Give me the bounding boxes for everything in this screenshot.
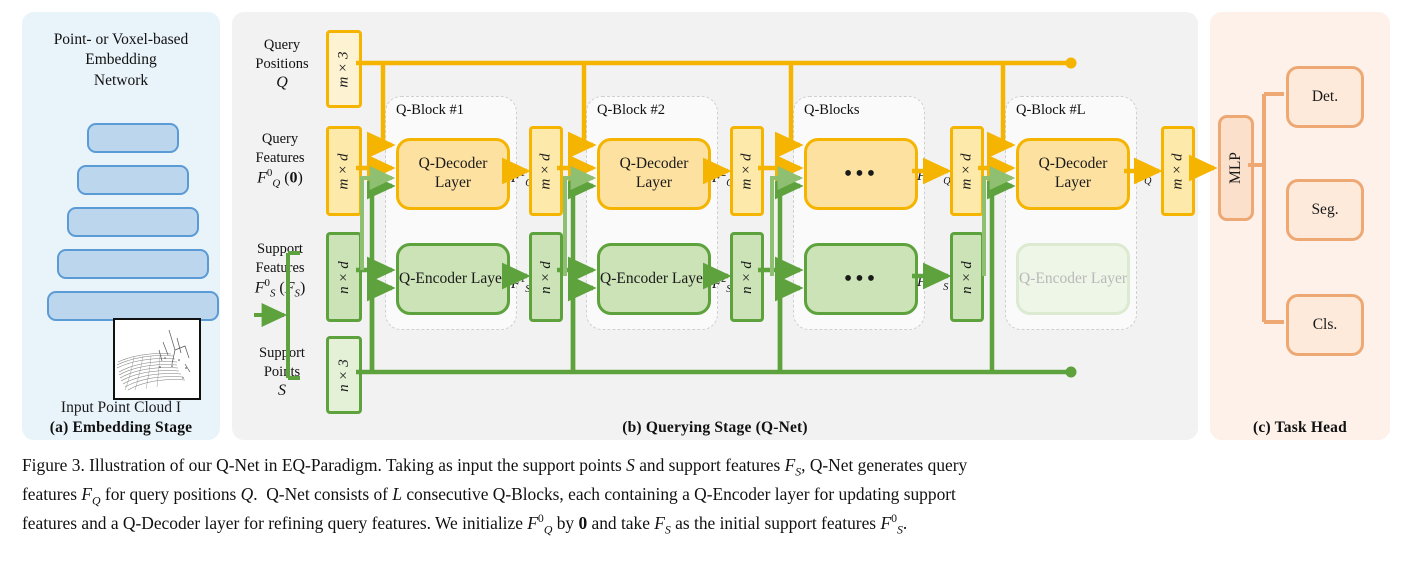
qblock-l-decoder-label: Q-Decoder Layer: [1038, 155, 1108, 191]
embedding-bar-1: [87, 123, 179, 153]
chip-qblock-1-query-out: m × d: [529, 126, 563, 216]
caption-panel-c: (c) Task Head: [1253, 419, 1347, 436]
qblock-l-title: Q-Block #L: [1016, 102, 1086, 118]
figure-caption: Figure 3. Illustration of our Q-Net in E…: [22, 452, 1406, 540]
qblock-l-decoder-layer[interactable]: Q-Decoder Layer: [1016, 138, 1130, 210]
qblock-2-decoder-label: Q-Decoder Layer: [619, 155, 689, 191]
caption-line-2: features FQ for query positions Q. Q-Net…: [22, 484, 956, 508]
qblock-1-decoder-label: Q-Decoder Layer: [418, 155, 488, 191]
chip-qblock-1-support-out: n × d: [529, 232, 563, 322]
chip-query-features: m × d: [326, 126, 362, 216]
qblock-2-encoder-label: Q-Encoder Layer: [600, 269, 709, 287]
task-head-det[interactable]: Det.: [1286, 66, 1364, 128]
label-query-features: Query Features F0Q (0): [255, 131, 305, 190]
qblock-1-encoder-layer[interactable]: Q-Encoder Layer: [396, 243, 510, 315]
embedding-bar-2: [77, 165, 189, 195]
task-head-det-label: Det.: [1311, 88, 1339, 105]
caption-panel-a: (a) Embedding Stage: [49, 419, 193, 436]
caption-panel-b: (b) Querying Stage (Q-Net): [622, 419, 808, 436]
tag-fq-l-1: FL−1Q: [917, 166, 951, 187]
qblock-2-encoder-layer[interactable]: Q-Encoder Layer: [597, 243, 711, 315]
caption-line-3: features and a Q-Decoder layer for refin…: [22, 511, 908, 537]
label-support-features: Support Features F0S (FS): [254, 241, 306, 300]
chip-support-features: n × d: [326, 232, 362, 322]
chip-support-points: n × 3: [326, 336, 362, 414]
tag-fs1: F1S: [511, 274, 531, 295]
chip-qblocks-middle-support-out: n × d: [950, 232, 984, 322]
input-point-cloud-image: [113, 318, 201, 400]
qblocks-middle-decoder-dots: •••: [843, 161, 879, 187]
embedding-bar-3: [67, 207, 199, 237]
qblock-2-title: Q-Block #2: [597, 102, 666, 118]
point-cloud-svg: [116, 329, 191, 391]
qblock-1-decoder-layer[interactable]: Q-Decoder Layer: [396, 138, 510, 210]
input-point-cloud-label: Input Point Cloud I: [60, 399, 182, 416]
qblocks-middle-encoder-dots: •••: [843, 266, 879, 292]
qblock-l-encoder-label: Q-Encoder Layer: [1019, 269, 1128, 287]
qblocks-middle-title: Q-Blocks: [804, 102, 860, 118]
mlp-box[interactable]: MLP: [1218, 115, 1254, 221]
task-head-cls-label: Cls.: [1312, 316, 1338, 333]
embedding-bar-4: [57, 249, 209, 279]
caption-line-1: Figure 3. Illustration of our Q-Net in E…: [22, 455, 968, 479]
qblocks-middle-decoder-layer[interactable]: •••: [804, 138, 918, 210]
tag-fs-l-1: FL−1S: [917, 272, 949, 293]
task-head-cls[interactable]: Cls.: [1286, 294, 1364, 356]
task-head-seg[interactable]: Seg.: [1286, 179, 1364, 241]
embedding-network-title: Point- or Voxel-based Embedding Network: [53, 31, 189, 89]
chip-query-positions: m × 3: [326, 30, 362, 108]
qblock-2-decoder-layer[interactable]: Q-Decoder Layer: [597, 138, 711, 210]
mlp-label: MLP: [1227, 152, 1244, 184]
chip-qblocks-middle-query-out: m × d: [950, 126, 984, 216]
tag-fs2: F2S: [712, 274, 732, 295]
tag-fq: FQ: [1135, 168, 1152, 187]
label-support-points: Support Points S: [259, 345, 305, 400]
qblock-1-encoder-label: Q-Encoder Layer: [399, 269, 508, 287]
task-head-seg-label: Seg.: [1311, 201, 1339, 218]
label-query-positions: Query Positions Q: [255, 37, 309, 92]
qblock-l-encoder-layer-disabled: Q-Encoder Layer: [1016, 243, 1130, 315]
embedding-bar-5: [47, 291, 219, 321]
chip-qblock-2-support-out: n × d: [730, 232, 764, 322]
chip-qblock-l-query-out: m × d: [1161, 126, 1195, 216]
qblocks-middle-encoder-layer[interactable]: •••: [804, 243, 918, 315]
chip-qblock-2-query-out: m × d: [730, 126, 764, 216]
qblock-1-title: Q-Block #1: [396, 102, 465, 118]
